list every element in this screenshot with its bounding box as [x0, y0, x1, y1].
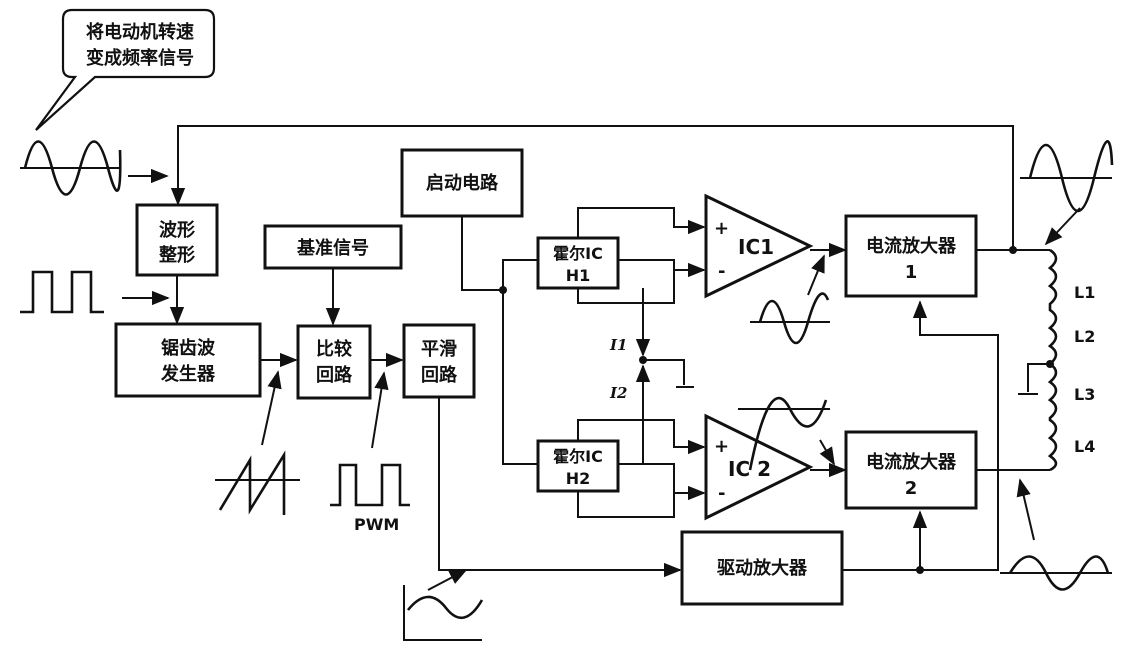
compare-line-1: 比较 [316, 338, 352, 360]
coil-l3-label: L3 [1074, 385, 1095, 404]
amp2-line-1: 电流放大器 [866, 451, 957, 473]
drive-label: 驱动放大器 [717, 557, 808, 579]
drive-amplifier-block: 驱动放大器 [680, 530, 844, 606]
smooth-line-1: 平滑 [421, 339, 457, 360]
speed-to-frequency-callout: 将电动机转速 变成频率信号 [35, 8, 216, 131]
startup-circuit-block: 启动电路 [400, 148, 524, 218]
waveshape-line-2: 整形 [158, 244, 195, 266]
input-pulse-signal [20, 270, 170, 314]
smoothed-waveform [403, 569, 484, 641]
smooth-line-2: 回路 [421, 364, 458, 386]
amp1-line-2: 1 [905, 262, 918, 283]
ic1-label: IC1 [738, 235, 774, 259]
ic2-minus: - [718, 483, 725, 504]
current-amplifier-1-block: 电流放大器 1 [844, 214, 978, 298]
current-i2-label: I2 [609, 384, 627, 402]
waveshape-line-1: 波形 [159, 219, 195, 241]
ic2-op-amp: + - IC 2 [704, 413, 814, 521]
pwm-label: PWM [354, 515, 399, 534]
motor-coils: L1 L2 L3 L4 [1018, 248, 1095, 472]
current-i1-label: I1 [609, 336, 627, 354]
reference-signal-block: 基准信号 [263, 224, 403, 270]
compare-circuit-block: 比较 回路 [296, 324, 372, 400]
coil-l2-label: L2 [1074, 327, 1095, 346]
smoothing-circuit-block: 平滑 回路 [402, 323, 476, 399]
sawtooth-line-2: 发生器 [160, 363, 216, 385]
sawtooth-line-1: 锯齿波 [161, 337, 216, 359]
input-sine-signal [20, 140, 169, 196]
startup-label: 启动电路 [426, 172, 499, 194]
pwm-waveform: PWM [330, 371, 410, 534]
hall1-line-1: 霍尔IC [553, 244, 603, 263]
current-amplifier-2-block: 电流放大器 2 [844, 430, 978, 510]
waveshape-block: 波形 整形 [135, 203, 219, 277]
callout-line-2: 变成频率信号 [86, 47, 194, 69]
coil-top-waveform [1020, 140, 1114, 246]
coil-bottom-waveform [1000, 478, 1112, 591]
hall-ic-h1-block: 霍尔IC H1 [536, 236, 620, 290]
ic2-plus: + [714, 436, 729, 457]
ic1-output-waveform [750, 254, 830, 345]
ic1-minus: - [718, 261, 725, 282]
sawtooth-generator-block: 锯齿波 发生器 [114, 322, 262, 398]
reference-label: 基准信号 [296, 237, 369, 259]
ic1-op-amp: + - IC1 [704, 193, 814, 299]
speed-feedback-line [170, 125, 1014, 250]
hall2-line-1: 霍尔IC [553, 447, 603, 466]
amp2-line-2: 2 [905, 478, 918, 499]
hall-ic-h2-block: 霍尔IC H2 [536, 439, 620, 493]
sawtooth-waveform [215, 370, 300, 515]
hall1-line-2: H1 [566, 266, 591, 285]
amp1-line-1: 电流放大器 [866, 235, 957, 257]
coil-l4-label: L4 [1074, 437, 1095, 456]
compare-line-2: 回路 [316, 364, 353, 386]
hall2-line-2: H2 [566, 469, 591, 488]
coil-l1-label: L1 [1074, 283, 1095, 302]
ic2-input-waveform [738, 396, 835, 471]
callout-line-1: 将电动机转速 [86, 21, 194, 43]
ic1-plus: + [714, 218, 729, 239]
